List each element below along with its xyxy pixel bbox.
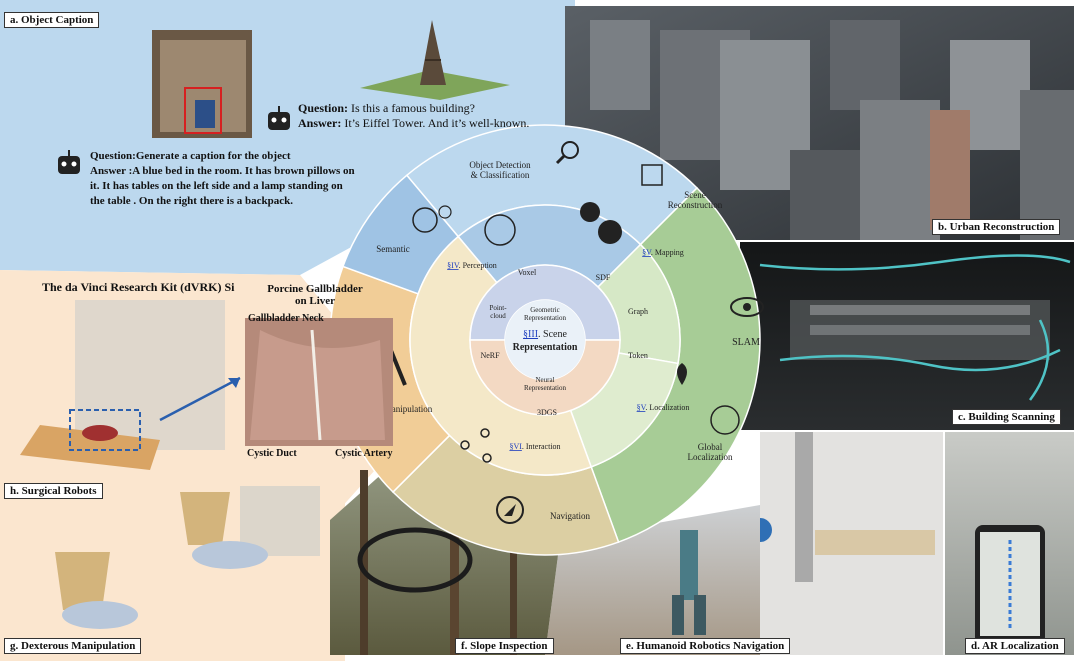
center-title: §III. Scene (523, 329, 567, 340)
urban-reconstruction-image (565, 6, 1074, 240)
ar-localization-image (945, 432, 1074, 655)
magnifier-icon (555, 141, 579, 165)
question-label: Question: (298, 101, 349, 115)
artery-label: Cystic Artery (335, 448, 393, 459)
panel-label-e: e. Humanoid Robotics Navigation (620, 638, 791, 654)
duct-label: Cystic Duct (247, 448, 297, 459)
question-label: Question: (90, 150, 136, 162)
manipulation-label: Manipulation (384, 404, 433, 414)
eye-icon (730, 297, 764, 317)
nerf-label: NeRF (480, 351, 500, 360)
eiffel-tower-image (360, 20, 510, 100)
panel-label-a: a. Object Caption (4, 12, 100, 28)
interaction-label: §VI. Interaction (509, 442, 560, 451)
center-subtitle: Representation (513, 342, 578, 353)
answer-label: Answer: (298, 116, 342, 130)
organ-label: Porcine Gallbladder on Liver (267, 283, 363, 307)
room-scan-image (152, 30, 252, 138)
slam-label: SLAM (732, 337, 760, 348)
compass-icon (496, 496, 524, 524)
pointcloud-label: Point-cloud (489, 304, 507, 320)
panel-label-h: h. Surgical Robots (4, 483, 103, 499)
zoom-arrow (159, 376, 241, 422)
localization-label: §V. Localization (637, 403, 690, 412)
answer-text: Answer :A blue bed in the room. It has b… (90, 165, 355, 207)
semantic-label: Semantic (376, 244, 410, 254)
navigation-label: Navigation (550, 511, 590, 521)
head-icon (412, 205, 452, 233)
cube-icon (641, 164, 663, 186)
3dgs-label: 3DGS (537, 408, 557, 417)
building-scan-image (740, 242, 1074, 430)
sdf-label: SDF (596, 273, 611, 282)
neck-label: Gallbladder Neck (248, 313, 324, 324)
question-text: Is this a famous building? (348, 101, 475, 115)
answer-text: It’s Eiffel Tower. And it’s well-known. (341, 116, 530, 130)
detection-label: Object Detection& Classification (469, 160, 531, 180)
panel-label-f: f. Slope Inspection (455, 638, 554, 654)
nodes-icon (460, 428, 492, 463)
qa-eiffel: Question: Is this a famous building? Ans… (298, 101, 529, 131)
dvrk-robot-image (20, 300, 225, 470)
perception-label: §IV. Perception (447, 261, 497, 270)
robot-icon (58, 150, 80, 174)
mapping-label: §V. Mapping (642, 248, 684, 257)
panel-label-b: b. Urban Reconstruction (932, 219, 1061, 235)
arrow-head (228, 378, 240, 388)
panel-label-c: c. Building Scanning (952, 409, 1061, 425)
brain-icon (484, 214, 516, 246)
slope-inspection-image (330, 440, 560, 655)
voxel-label: Voxel (518, 268, 537, 277)
question-text: Generate a caption for the object (135, 150, 291, 162)
gallbladder-image (245, 318, 393, 446)
panel-label-d: d. AR Localization (965, 638, 1065, 654)
pin-icon (677, 363, 687, 385)
graph-label: Graph (628, 307, 648, 316)
robot-arm-image (748, 432, 943, 655)
panel-label-g: g. Dexterous Manipulation (4, 638, 142, 654)
robot-icon (268, 106, 290, 130)
gears-icon (580, 202, 622, 244)
token-label: Token (628, 351, 648, 360)
surgical-title: The da Vinci Research Kit (dVRK) Si (42, 280, 235, 294)
globe-icon (710, 405, 740, 435)
qa-caption: Question:Generate a caption for the obje… (90, 149, 355, 209)
wheel-center (505, 300, 585, 380)
dexterous-image (55, 486, 320, 629)
